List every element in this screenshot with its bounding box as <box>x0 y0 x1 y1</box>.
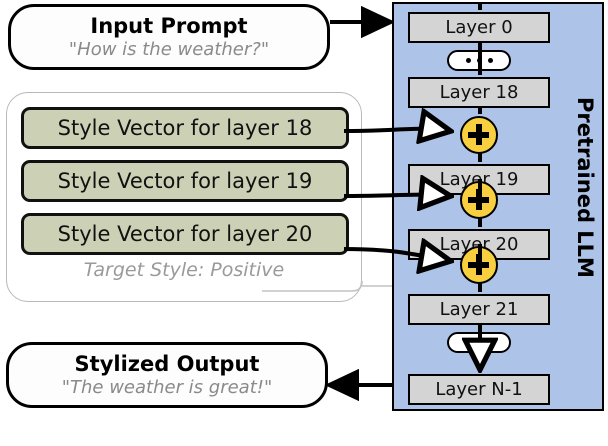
target-style-caption: Target Style: Positive <box>83 259 285 281</box>
plus-icon-layer20 <box>460 246 498 284</box>
layer-block-18: Layer 18 <box>408 77 550 108</box>
style-vector-label: Style Vector for layer 18 <box>57 116 313 140</box>
style-vector-chip-18: Style Vector for layer 18 <box>21 107 349 149</box>
layer-label: Layer 21 <box>439 299 519 320</box>
layer-label: Layer N-1 <box>435 379 523 400</box>
stylized-output-card: Stylized Output "The weather is great!" <box>6 342 328 408</box>
pretrained-llm-panel: Layer 0 Layer 18 Layer 19 Layer 20 Layer… <box>392 2 604 411</box>
style-vector-label: Style Vector for layer 19 <box>57 169 313 193</box>
input-prompt-subtitle: "How is the weather?" <box>68 38 270 60</box>
plus-icon-layer19 <box>460 181 498 219</box>
stylized-output-subtitle: "The weather is great!" <box>61 376 273 398</box>
style-vector-chip-19: Style Vector for layer 19 <box>21 160 349 202</box>
layer-label: Layer 0 <box>445 17 513 38</box>
layer-block-n-1: Layer N-1 <box>408 374 550 405</box>
layer-label: Layer 18 <box>439 82 519 103</box>
input-prompt-title: Input Prompt <box>90 13 248 38</box>
layer-block-21: Layer 21 <box>408 294 550 325</box>
ellipsis-icon-top <box>447 50 511 71</box>
llm-panel-title: Pretrained LLM <box>573 96 597 278</box>
input-prompt-card: Input Prompt "How is the weather?" <box>8 4 330 70</box>
style-vector-label: Style Vector for layer 20 <box>57 222 313 246</box>
layer-block-0: Layer 0 <box>408 12 550 43</box>
stylized-output-title: Stylized Output <box>74 351 260 376</box>
ellipsis-icon-bottom <box>447 332 511 353</box>
style-vector-group: Style Vector for layer 18 Style Vector f… <box>6 92 362 302</box>
style-vector-chip-20: Style Vector for layer 20 <box>21 213 349 255</box>
plus-icon-layer18 <box>460 116 498 154</box>
